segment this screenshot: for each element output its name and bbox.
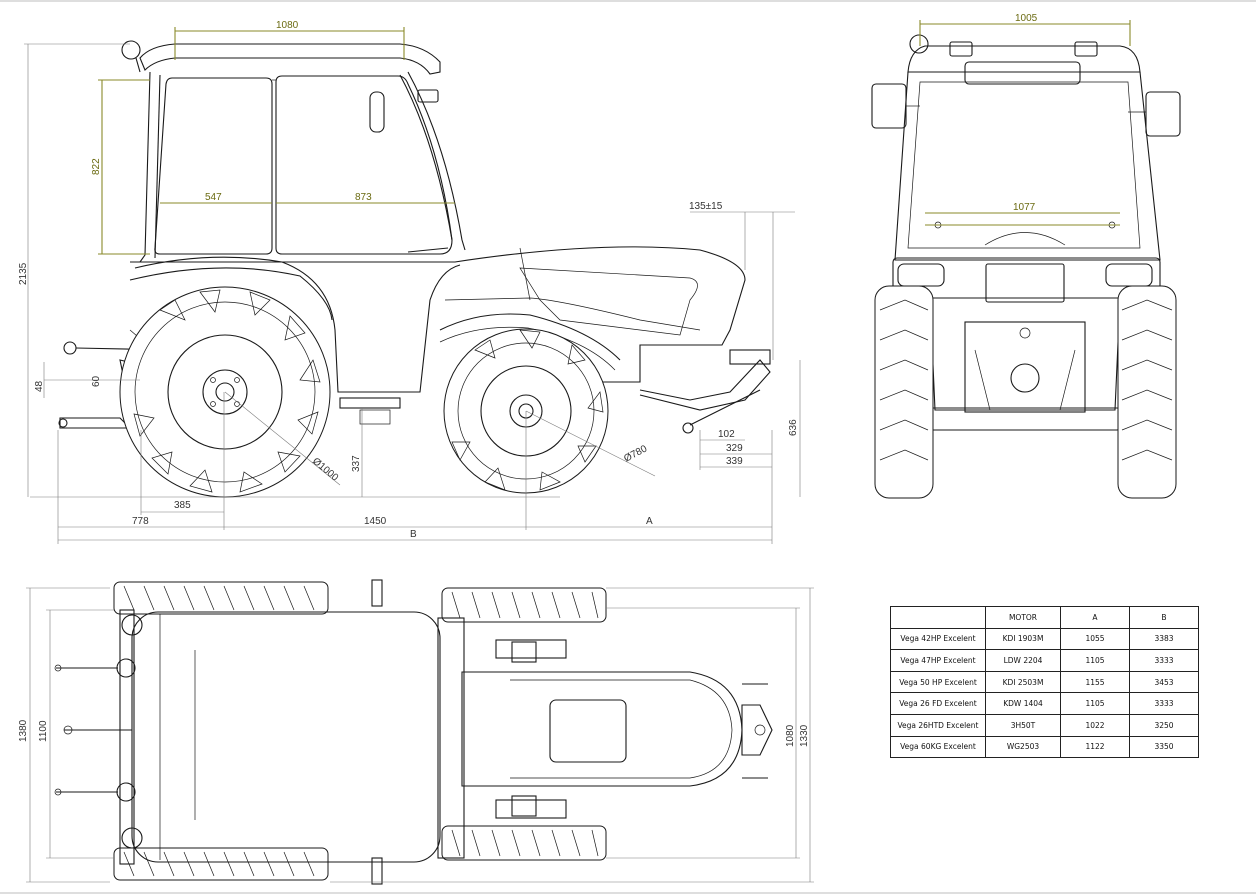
table-cell-model: Vega 42HP Excelent: [890, 627, 986, 651]
table-row: Vega 50 HP Excelent KDI 2503M 1155 3453: [890, 670, 1199, 694]
dim-front-329: 329: [726, 443, 743, 454]
dim-front-window: 547: [205, 192, 222, 203]
table-cell-a: 1055: [1060, 627, 1130, 651]
table-header-cell: MOTOR: [985, 606, 1061, 629]
spec-table: MOTOR A B Vega 42HP Excelent KDI 1903M 1…: [890, 606, 1199, 759]
table-row: Vega 60KG Excelent WG2503 1122 3350: [890, 735, 1199, 759]
dim-front-636: 636: [788, 419, 799, 436]
dim-front-339: 339: [726, 456, 743, 467]
table-header-row: MOTOR A B: [890, 606, 1199, 629]
dim-top-inner-width: 1100: [38, 720, 49, 742]
table-row: Vega 47HP Excelent LDW 2204 1105 3333: [890, 649, 1199, 672]
table-cell-a: 1122: [1060, 735, 1130, 759]
front-view-left-tire: [874, 285, 934, 499]
table-cell-motor: KDI 1903M: [985, 627, 1061, 651]
dim-front-102: 102: [718, 429, 735, 440]
table-header-cell: B: [1129, 606, 1199, 629]
dim-total-height: 2135: [18, 262, 29, 285]
table-cell-b: 3350: [1129, 735, 1199, 759]
dim-top-outer-width: 1380: [18, 719, 29, 742]
dim-top-right-1330: 1330: [799, 724, 810, 747]
dim-front-top-width: 1005: [1015, 13, 1038, 24]
dim-front-overhang: A: [646, 516, 653, 527]
dim-rear-window: 873: [355, 192, 372, 203]
table-cell-model: Vega 50 HP Excelent: [890, 670, 986, 694]
table-cell-b: 3333: [1129, 649, 1199, 672]
dim-rear-778: 778: [132, 516, 149, 527]
table-cell-motor: WG2503: [985, 735, 1061, 759]
table-cell-model: Vega 26HTD Excelent: [890, 713, 986, 737]
table-cell-motor: KDW 1404: [985, 692, 1061, 715]
table-cell-a: 1105: [1060, 649, 1130, 672]
table-cell-a: 1155: [1060, 670, 1130, 694]
table-cell-motor: KDI 2503M: [985, 670, 1061, 694]
dim-cab-window-height: 822: [91, 158, 102, 175]
table-cell-model: Vega 26 FD Excelent: [890, 692, 986, 715]
front-view: 1005 1077: [871, 13, 1181, 499]
top-view: 1380 1100 1080 1330: [18, 579, 814, 885]
dim-hitch-offset: 135±15: [689, 201, 723, 212]
dim-front-inner-width: 1077: [1013, 202, 1036, 213]
dim-wheelbase: 1450: [364, 516, 387, 527]
table-cell-b: 3333: [1129, 692, 1199, 715]
table-header-cell: A: [1060, 606, 1130, 629]
table-cell-b: 3383: [1129, 627, 1199, 651]
dim-rear-385: 385: [174, 500, 191, 511]
table-cell-motor: 3H50T: [985, 713, 1061, 737]
dim-left-48: 48: [34, 380, 45, 392]
table-cell-motor: LDW 2204: [985, 649, 1061, 672]
table-row: Vega 26HTD Excelent 3H50T 1022 3250: [890, 713, 1199, 737]
dim-cab-top: 1080: [276, 20, 299, 31]
dim-total-length: B: [410, 529, 417, 540]
dim-rear-wheel-dia: Ø1000: [310, 456, 340, 484]
table-row: Vega 42HP Excelent KDI 1903M 1055 3383: [890, 627, 1199, 651]
table-cell-model: Vega 60KG Excelent: [890, 735, 986, 759]
dim-left-60: 60: [91, 375, 102, 387]
dim-front-wheel-dia: Ø780: [622, 443, 649, 464]
table-cell-a: 1022: [1060, 713, 1130, 737]
side-view: 1080 822 547 873 2135 135±15 48 60 Ø1000…: [18, 20, 801, 544]
table-row: Vega 26 FD Excelent KDW 1404 1105 3333: [890, 692, 1199, 715]
table-cell-b: 3250: [1129, 713, 1199, 737]
table-cell-b: 3453: [1129, 670, 1199, 694]
dim-ground-clearance: 337: [351, 455, 362, 472]
dim-top-right-1080: 1080: [785, 724, 796, 747]
table-cell-a: 1105: [1060, 692, 1130, 715]
table-header-cell: [890, 606, 986, 629]
front-view-right-tire: [1117, 285, 1177, 499]
table-cell-model: Vega 47HP Excelent: [890, 649, 986, 672]
